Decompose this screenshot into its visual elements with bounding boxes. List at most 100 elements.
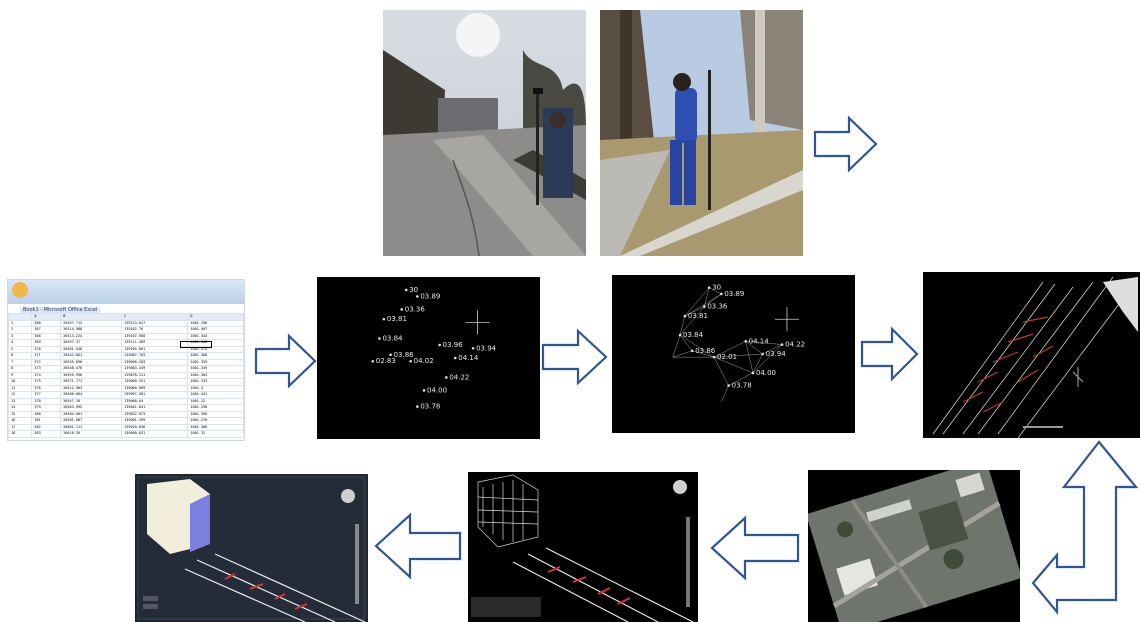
point-label: 02.01 [717,353,737,361]
point-label: 03.86 [695,347,716,355]
triangulation-edge [684,306,705,317]
survey-point [720,292,723,296]
table-cell: 383 [31,430,62,438]
point-label: 03.78 [732,382,752,390]
point-label: 03.36 [405,305,426,313]
aerial-orthophoto [808,470,1020,622]
triangulation-edge [704,287,710,307]
survey-point [707,286,711,289]
triangulation-edge [745,341,783,345]
triangulation-edge [752,353,763,374]
survey-point [416,405,419,408]
table-cell: 26618.39 [60,430,123,438]
triangulation-edge [713,341,746,358]
survey-point [389,353,392,357]
survey-point [751,371,755,375]
model-rendered [135,474,368,622]
model-wireframe [468,472,698,622]
point-label: 04.00 [756,369,776,377]
survey-point [400,308,404,311]
triangulation-edge [679,306,705,336]
survey-point [712,355,716,359]
point-label: 03.84 [382,335,403,343]
triangulation-edge [714,353,763,358]
arrow-left-wireframe-to-rendered [374,512,462,580]
point-label: 04.14 [749,337,770,345]
survey-point [761,352,764,356]
point-label: 03.94 [476,344,497,352]
point-label: 03.89 [724,290,744,298]
survey-point [744,340,747,343]
survey-point [409,359,412,363]
point-label: 04.22 [449,373,469,381]
triangulation-edge [684,287,710,317]
survey-point [371,359,375,363]
table-cell: 18 [8,430,33,438]
arrow-right-sheet-to-points [254,333,317,389]
point-label: 03.36 [707,303,728,311]
triangulation-edge [704,293,722,307]
triangulation-edge [679,334,715,358]
survey-point [471,346,475,350]
window-title: Book1 - Microsoft Office Excel [20,307,101,313]
point-label: 03.81 [387,315,407,323]
survey-point [727,384,730,387]
survey-point [382,317,386,321]
survey-point [404,288,408,292]
triangulation-edge [713,357,729,386]
arrow-left-aerial-to-wireframe [710,515,800,581]
triangulation-edge [684,293,722,317]
cad-plan [923,272,1140,438]
triangulation-edge [692,350,715,358]
point-label: 04.22 [785,341,805,349]
triangulation-edge [762,344,783,355]
survey-point [422,389,426,392]
photo-surveyor-1 [383,10,586,256]
triangulation-edge [713,356,754,374]
point-label: 03.86 [394,351,415,359]
survey-point [445,376,448,379]
triangulation-edge [721,385,729,402]
triangulation-edge [745,341,754,374]
survey-point [453,356,457,360]
point-label: 30 [712,284,721,292]
survey-point [683,314,687,318]
point-label: 02.83 [376,357,396,365]
triangulation-edge [672,334,681,358]
point-label: 03.96 [443,341,464,349]
triangulation-edge [745,341,763,355]
triangulation-edge [679,334,693,351]
point-label: 04.00 [427,386,447,394]
survey-point [416,295,419,298]
point-label: 03.89 [420,292,440,300]
arrow-right-photos-to-sheet [813,115,878,173]
survey-point [438,343,441,347]
point-label: 03.84 [683,331,704,339]
point-label: 04.02 [414,357,434,365]
triangulation-edge [728,372,754,386]
point-label: 03.78 [420,403,440,411]
arrow-right-triangulation-to-plan [860,326,919,382]
arrow-right-points-to-triangulation [541,328,608,386]
triangulation-edge [672,350,693,358]
point-label: 03.94 [766,350,787,358]
survey-point [690,349,694,353]
survey-point [678,333,682,337]
arrow-bent-plan-to-aerial [1031,440,1139,616]
point-label: 04.14 [458,354,479,362]
survey-point [703,305,706,308]
survey-point [780,343,784,346]
point-label: 03.81 [688,312,708,320]
survey-point [378,337,381,340]
triangulation-edge [752,344,783,374]
table-cell: 1001.32 [187,430,244,438]
photo-surveyor-2 [600,10,803,256]
triangulation-edge [679,316,686,336]
